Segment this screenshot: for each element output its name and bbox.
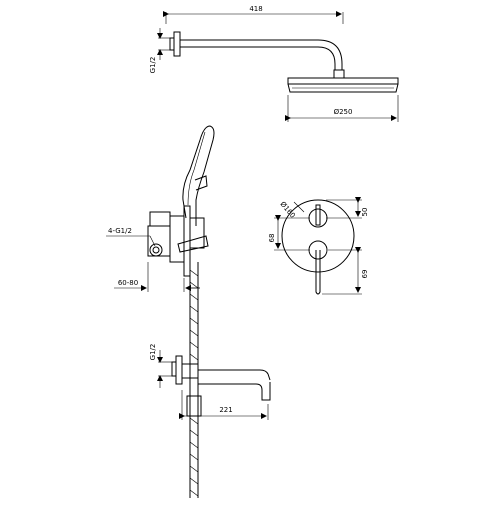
valve-inlets-label: 4-G1/2 [108, 227, 132, 235]
side-view-assembly: 60-80 4-G1/2 G1/2 [106, 125, 271, 498]
shower-arm [180, 39, 343, 70]
upper-offset-label: 50 [361, 208, 369, 217]
spout-length-dimension: 221 [179, 390, 269, 420]
cover-diameter-callout: Ø160 [278, 200, 305, 220]
lower-offset-dimension: 69 [322, 247, 369, 295]
cover-plate-front-view: Ø160 68 50 69 [268, 197, 369, 295]
cover-plate [281, 199, 355, 273]
valve-inlets-callout: 4-G1/2 [106, 227, 156, 247]
handle-spacing-label: 68 [268, 234, 276, 243]
shower-head [287, 77, 399, 93]
bath-spout [171, 355, 271, 401]
lower-handle [308, 240, 328, 295]
upper-offset-dimension: 50 [326, 197, 369, 219]
spout-inlet-thread-dimension: G1/2 [149, 344, 174, 388]
arm-connector [333, 69, 345, 79]
arm-length-dimension: 418 [163, 5, 344, 24]
wall-depth-dimension: 60-80 [114, 262, 200, 292]
overhead-shower: 418 G1/2 [149, 5, 399, 122]
valve-body [147, 205, 209, 277]
lower-offset-label: 69 [361, 270, 369, 279]
shower-hose [186, 262, 202, 498]
shower-head-diameter-label: Ø250 [334, 108, 353, 116]
wall-flange [169, 31, 181, 57]
arm-length-label: 418 [249, 5, 262, 13]
spout-length-label: 221 [219, 406, 232, 414]
spout-inlet-thread-label: G1/2 [149, 344, 157, 361]
shower-head-diameter-dimension: Ø250 [285, 95, 399, 122]
handle-spacing-dimension: 68 [268, 215, 310, 251]
upper-handle [308, 204, 328, 228]
hand-shower [182, 125, 215, 226]
wall-depth-label: 60-80 [118, 279, 138, 287]
top-inlet-thread-label: G1/2 [149, 57, 157, 74]
top-inlet-thread-dimension: G1/2 [149, 28, 172, 73]
